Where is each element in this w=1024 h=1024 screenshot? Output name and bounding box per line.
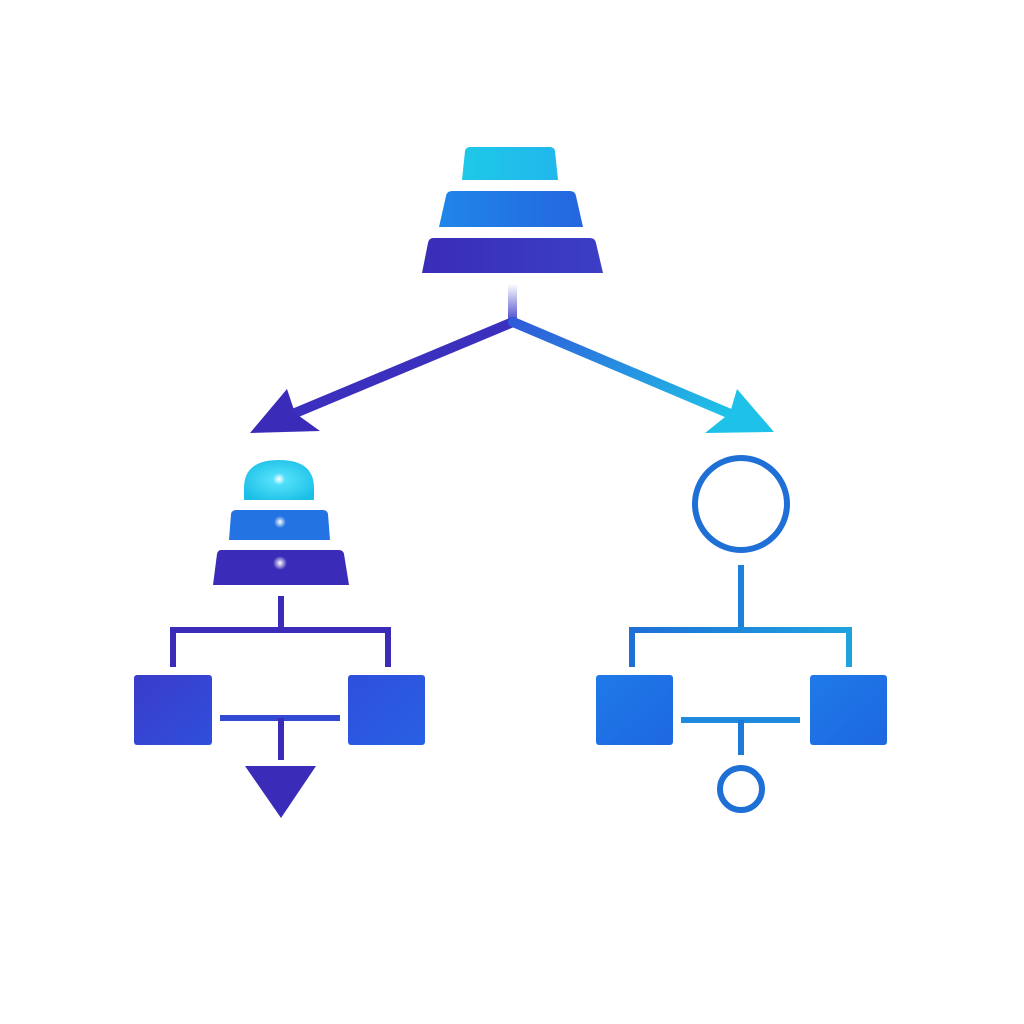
glow-dot: [274, 516, 286, 528]
small-circle-icon: [717, 765, 765, 813]
arrow-to-left-branch: [250, 317, 518, 433]
triangle-down-icon: [245, 766, 316, 818]
arrow-to-right-branch: [508, 317, 774, 433]
glow-dot: [273, 473, 285, 485]
right-block-b: [810, 675, 887, 745]
root-tier-top: [462, 147, 558, 180]
stacked-layers-icon: [422, 147, 603, 273]
left-block-b: [348, 675, 425, 745]
root-tier-middle: [439, 191, 583, 227]
left-tree-connectors: [170, 596, 391, 760]
root-stem: [508, 284, 517, 324]
circle-node-icon: [692, 455, 790, 553]
glow-dot: [273, 556, 287, 570]
dome-stack-icon: [213, 460, 349, 585]
right-tree-connectors: [629, 565, 852, 755]
left-block-a: [134, 675, 212, 745]
root-tier-bottom: [422, 238, 603, 273]
right-block-a: [596, 675, 673, 745]
